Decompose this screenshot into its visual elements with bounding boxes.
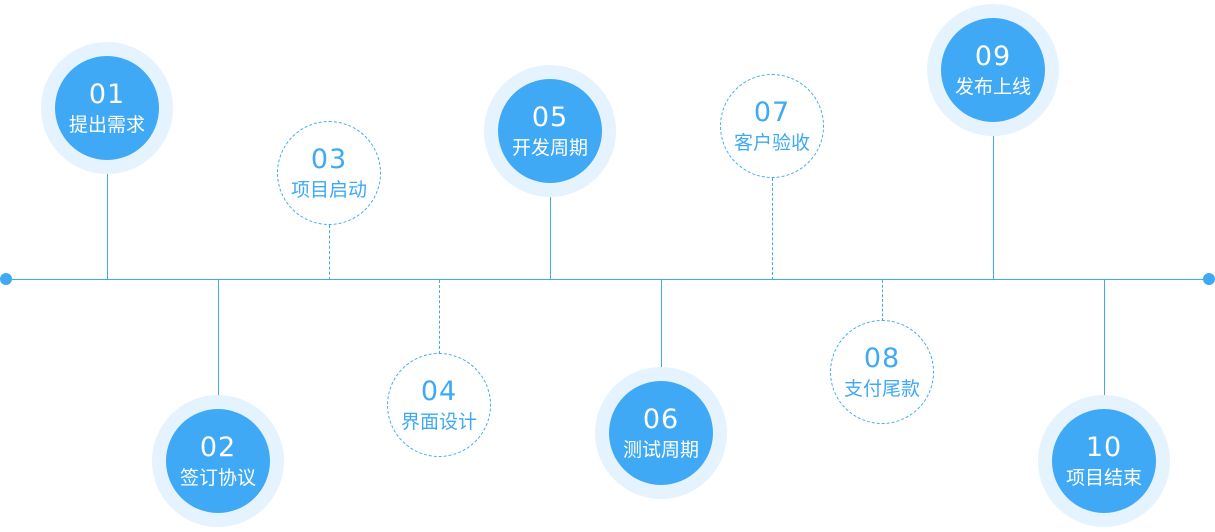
stem-07 (772, 178, 773, 280)
step-number: 07 (753, 97, 791, 128)
step-node-08: 08 支付尾款 (830, 320, 934, 424)
step-label: 测试周期 (622, 439, 699, 461)
step-node-06: 06 测试周期 (609, 381, 713, 485)
step-node-05: 05 开发周期 (498, 79, 602, 183)
stem-09 (993, 122, 994, 280)
step-label: 发布上线 (954, 76, 1031, 98)
stem-05 (550, 183, 551, 280)
stem-03 (329, 225, 330, 280)
stem-08 (882, 280, 883, 321)
step-label: 支付尾款 (843, 378, 920, 400)
timeline-axis (6, 279, 1209, 280)
step-node-07: 07 客户验收 (720, 74, 824, 178)
stem-01 (107, 160, 108, 280)
stem-06 (661, 280, 662, 382)
step-node-02: 02 签订协议 (166, 409, 270, 513)
step-node-10: 10 项目结束 (1052, 409, 1156, 513)
step-number: 02 (199, 432, 237, 463)
step-number: 08 (863, 343, 901, 374)
step-node-04: 04 界面设计 (387, 353, 491, 457)
step-label: 项目结束 (1065, 467, 1142, 489)
step-label: 项目启动 (290, 179, 367, 201)
step-number: 06 (642, 404, 680, 435)
step-number: 09 (974, 41, 1012, 72)
stem-04 (439, 280, 440, 354)
step-label: 签订协议 (179, 467, 256, 489)
timeline-end-dot (1203, 273, 1215, 285)
step-label: 开发周期 (511, 137, 588, 159)
step-number: 01 (88, 79, 126, 110)
step-label: 界面设计 (400, 411, 477, 433)
step-node-09: 09 发布上线 (941, 18, 1045, 122)
timeline-start-dot (0, 273, 12, 285)
step-node-03: 03 项目启动 (277, 121, 381, 225)
stem-10 (1104, 280, 1105, 410)
step-node-01: 01 提出需求 (55, 56, 159, 160)
step-number: 05 (531, 102, 569, 133)
step-number: 04 (420, 376, 458, 407)
step-label: 客户验收 (733, 132, 810, 154)
step-number: 10 (1085, 432, 1123, 463)
step-label: 提出需求 (68, 114, 145, 136)
stem-02 (218, 280, 219, 410)
step-number: 03 (310, 144, 348, 175)
